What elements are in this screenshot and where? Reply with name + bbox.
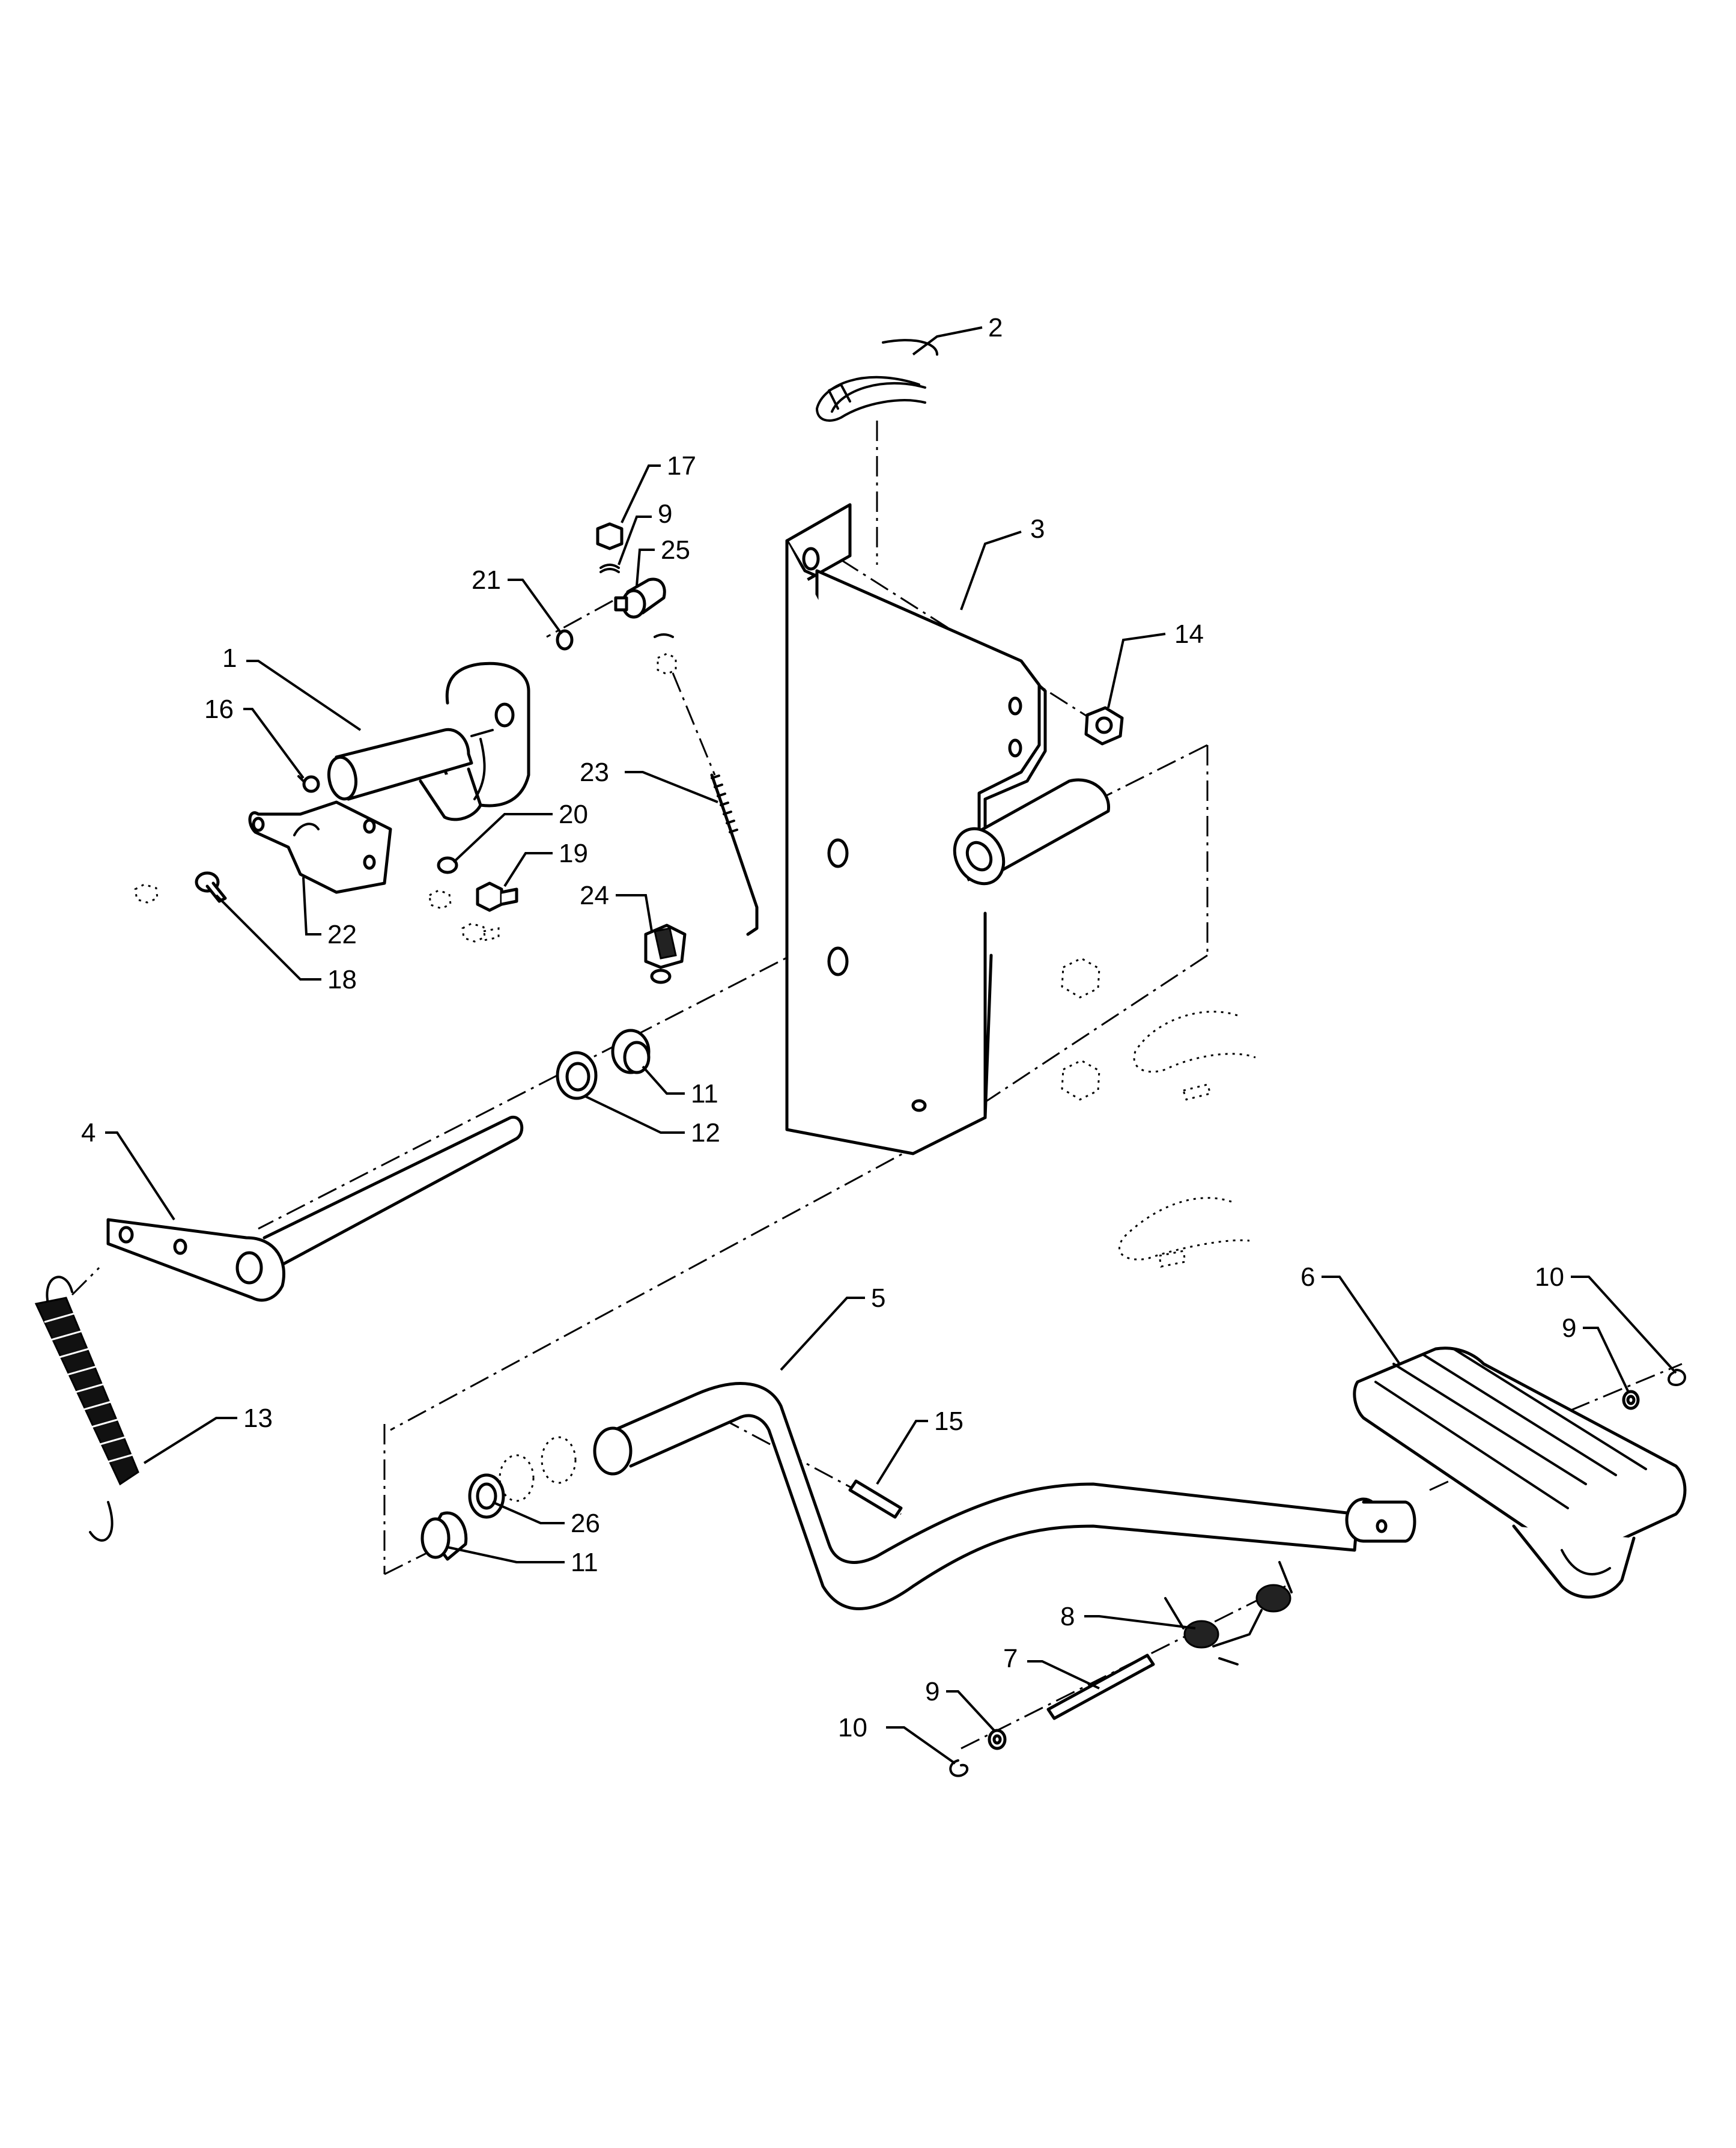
callout-11-upper: 11 (691, 1079, 718, 1109)
part-19-bolt (428, 881, 518, 943)
callout-17: 17 (667, 451, 696, 481)
part-11-lower-bushing (420, 1511, 468, 1561)
part-18-screw (134, 871, 227, 904)
callout-2: 2 (988, 313, 1003, 342)
part-26-disc-washers (468, 1436, 577, 1519)
callout-7: 7 (1003, 1644, 1018, 1673)
part-24-connector (644, 923, 687, 984)
callout-15: 15 (934, 1407, 964, 1436)
callout-1: 1 (222, 643, 237, 673)
callout-6: 6 (1300, 1262, 1315, 1292)
callout-16: 16 (204, 695, 234, 724)
callout-10-bottom: 10 (838, 1713, 867, 1742)
callout-10-right: 10 (1535, 1262, 1564, 1292)
part-5-pedal-shaft (593, 1382, 1416, 1610)
part-1-control-handle (327, 662, 530, 821)
callout-18: 18 (327, 965, 357, 994)
callout-13: 13 (243, 1404, 273, 1433)
part-25-swivel (614, 577, 666, 619)
part-10-right-clip (1668, 1369, 1686, 1386)
part-8-torsion-springs (1164, 1561, 1293, 1666)
phantom-nuts-and-clips (1061, 957, 1256, 1268)
callout-9-bottom: 9 (925, 1677, 939, 1706)
callout-22: 22 (327, 920, 357, 949)
part-4-lever-arm (106, 1116, 524, 1302)
part-6-pedal-pad (1353, 1346, 1687, 1599)
part-7-pin (1046, 1654, 1155, 1720)
callout-25: 25 (661, 535, 690, 565)
leader-lines (105, 326, 1677, 1765)
callout-24: 24 (580, 881, 609, 910)
callout-19: 19 (559, 839, 588, 868)
part-9-upper-spring-washer (599, 564, 620, 573)
part-17-cap (596, 522, 624, 550)
callout-5: 5 (871, 1283, 885, 1313)
callout-20: 20 (559, 800, 588, 829)
part-2-wire-clip (816, 339, 938, 422)
callout-3: 3 (1030, 514, 1045, 544)
callout-26: 26 (571, 1509, 600, 1538)
part-16-clip (297, 775, 320, 793)
part-9-right-washer (1622, 1390, 1640, 1410)
callout-8: 8 (1060, 1602, 1075, 1631)
small-nuts-on-rod (654, 633, 677, 675)
part-11-upper-bushing (611, 1029, 651, 1074)
part-14-nut (1084, 706, 1124, 746)
callout-14: 14 (1174, 619, 1204, 649)
part-9-bottom-washer (988, 1729, 1007, 1750)
callout-9-upper: 9 (658, 499, 672, 529)
spring-coils (34, 1297, 139, 1486)
part-12-washer (556, 1051, 598, 1100)
callout-23: 23 (580, 758, 609, 787)
part-10-bottom-clip (949, 1759, 969, 1777)
part-3-bracket-frame (785, 503, 1111, 1155)
part-20-washer (437, 856, 458, 874)
callout-11-lower: 11 (571, 1548, 598, 1577)
callout-12: 12 (691, 1118, 720, 1148)
part-15-pin (848, 1479, 903, 1519)
part-13-spring (34, 1276, 139, 1542)
part-22-mounting-plate (248, 800, 392, 894)
callout-labels: 1 2 3 4 5 6 7 8 9 9 9 10 10 11 11 12 13 … (81, 313, 1576, 1742)
callout-9-right: 9 (1562, 1313, 1576, 1343)
callout-4: 4 (81, 1118, 96, 1148)
part-21-clip (556, 629, 574, 651)
callout-21: 21 (472, 565, 501, 595)
part-23-threaded-rod (710, 773, 759, 936)
